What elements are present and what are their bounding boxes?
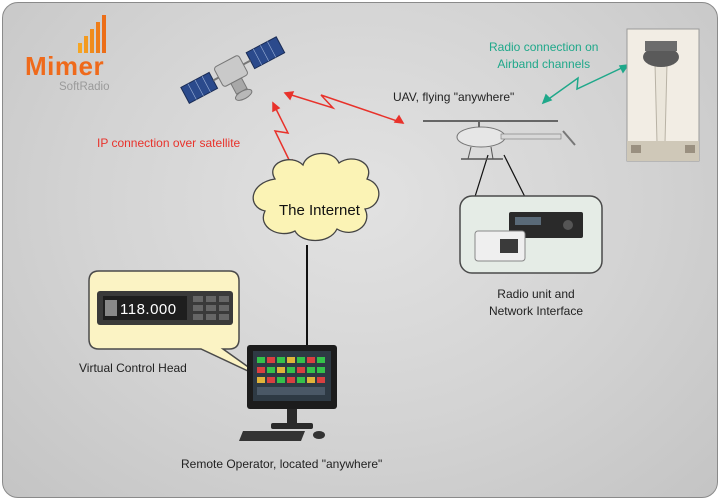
uav-label: UAV, flying "anywhere" xyxy=(393,90,515,104)
radio-unit-label: Radio unit and Network Interface xyxy=(488,287,584,318)
control-head-label: Virtual Control Head xyxy=(79,361,187,375)
satellite-uav-link xyxy=(283,91,405,124)
satellite-icon xyxy=(180,36,286,105)
control-tower-image xyxy=(626,28,700,162)
operator-monitor-icon xyxy=(239,345,337,441)
satellite-internet-link xyxy=(272,101,294,170)
airband-link xyxy=(541,64,630,105)
airband-label: Radio connection on Airband channels xyxy=(489,40,599,71)
control-head-frequency: 118.000 xyxy=(120,301,177,318)
logo-bars-icon xyxy=(78,15,106,53)
remote-operator-label: Remote Operator, located "anywhere" xyxy=(181,457,383,471)
ip-connection-label: IP connection over satellite xyxy=(97,136,241,150)
internet-cloud-icon xyxy=(252,152,380,242)
network-diagram xyxy=(78,15,700,441)
logo-wordmark: Mimer xyxy=(25,51,105,81)
uav-to-radio-line xyxy=(472,154,489,204)
radio-unit-icon xyxy=(474,212,583,262)
uav-helicopter-icon xyxy=(423,120,576,160)
control-head-icon[interactable] xyxy=(97,291,233,325)
internet-label: The Internet xyxy=(279,202,360,219)
logo-subtitle: SoftRadio xyxy=(59,81,110,93)
